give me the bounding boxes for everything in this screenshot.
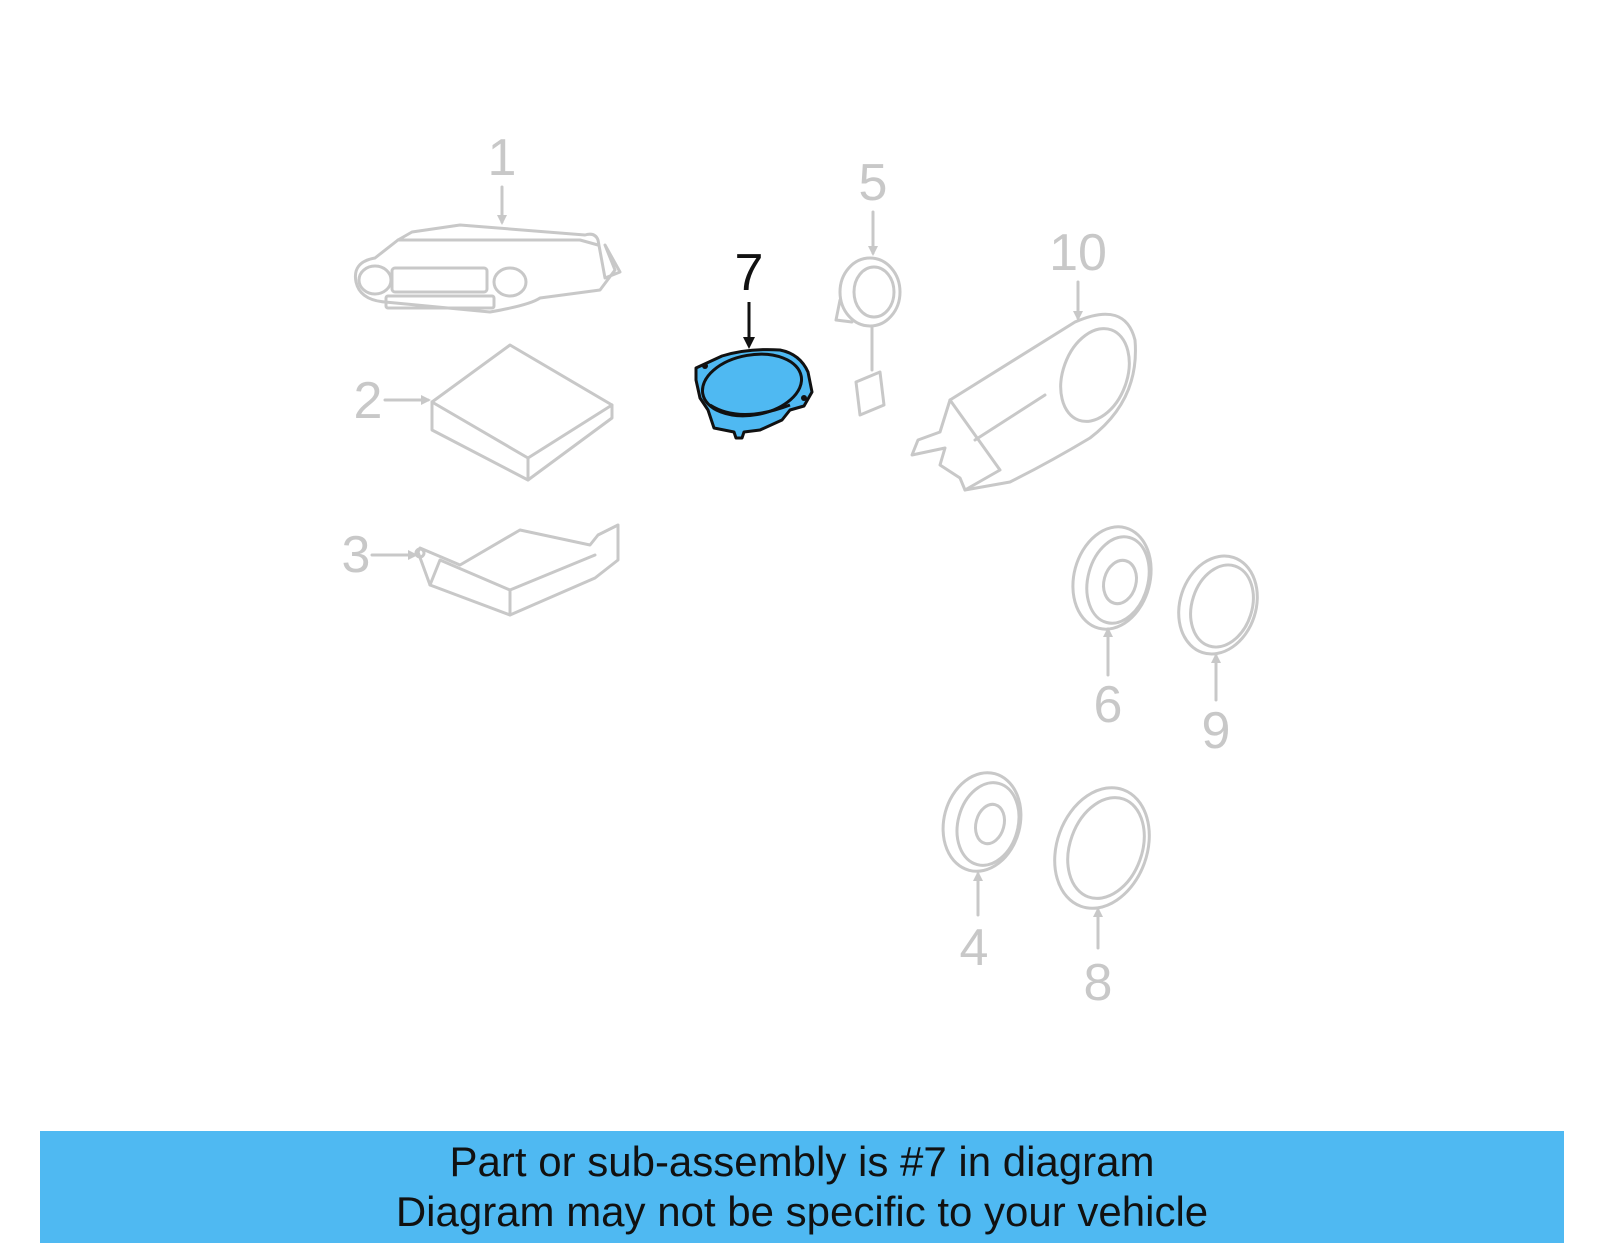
part-3-bracket[interactable]: 3 (342, 523, 620, 617)
callout-7: 7 (735, 244, 764, 302)
callout-3: 3 (342, 526, 371, 584)
module-edges (430, 400, 614, 482)
part-5-sensor[interactable]: 5 (834, 154, 902, 417)
callout-2: 2 (354, 372, 383, 430)
ring-8-outer (1053, 786, 1151, 910)
sensor-ring-outer (838, 256, 902, 328)
enclosure-body (910, 312, 1137, 492)
bracket-edges (428, 553, 597, 617)
banner-line-1: Part or sub-assembly is #7 in diagram (449, 1138, 1155, 1185)
callout-10: 10 (1049, 224, 1107, 282)
part-4-speaker[interactable]: 4 (932, 764, 1031, 977)
sensor-ring-inner (852, 265, 896, 319)
bracket-body (416, 523, 620, 617)
part-9-ring[interactable]: 9 (1166, 546, 1269, 760)
speaker-7-basket (709, 403, 791, 416)
enclosure-port (1059, 327, 1131, 423)
sensor-tab (834, 298, 854, 324)
speaker-6-outer (1071, 525, 1153, 631)
sensor-plug (854, 370, 886, 417)
speaker-7-hole-left (702, 363, 708, 369)
radio-top-edge (396, 238, 600, 247)
ring-9-inner (1189, 563, 1255, 649)
speaker-4-outer (941, 771, 1023, 873)
part-8-ring[interactable]: 8 (1039, 774, 1166, 1012)
enclosure-edges (948, 393, 1047, 492)
callout-9: 9 (1202, 702, 1231, 760)
radio-buttons (384, 294, 496, 310)
bracket-hole (414, 547, 426, 559)
radio-knob-left (357, 264, 393, 296)
radio-knob-right (492, 266, 528, 298)
ring-9-outer (1177, 554, 1259, 656)
part-6-speaker[interactable]: 6 (1062, 518, 1162, 734)
speaker-7-hole-right (801, 395, 807, 401)
radio-display (390, 266, 489, 294)
speaker-4-ring (955, 781, 1021, 867)
radio-body (353, 223, 622, 314)
callout-8: 8 (1084, 954, 1113, 1012)
module-body (430, 343, 614, 482)
callout-1: 1 (488, 129, 517, 187)
callout-6: 6 (1094, 676, 1123, 734)
part-10-enclosure[interactable]: 10 (910, 224, 1141, 492)
part-2-module[interactable]: 2 (354, 343, 614, 482)
speaker-6-ring (1085, 535, 1151, 625)
speaker-4-cone (974, 802, 1006, 846)
callout-5: 5 (859, 154, 888, 212)
speaker-6-cone (1102, 558, 1138, 606)
part-7-speaker-highlighted[interactable]: 7 (694, 244, 814, 440)
banner-line-2: Diagram may not be specific to your vehi… (395, 1188, 1209, 1235)
info-banner: Part or sub-assembly is #7 in diagram Di… (40, 1131, 1564, 1243)
part-1-radio[interactable]: 1 (353, 129, 622, 314)
ring-8-inner (1066, 796, 1146, 900)
callout-4: 4 (960, 919, 989, 977)
